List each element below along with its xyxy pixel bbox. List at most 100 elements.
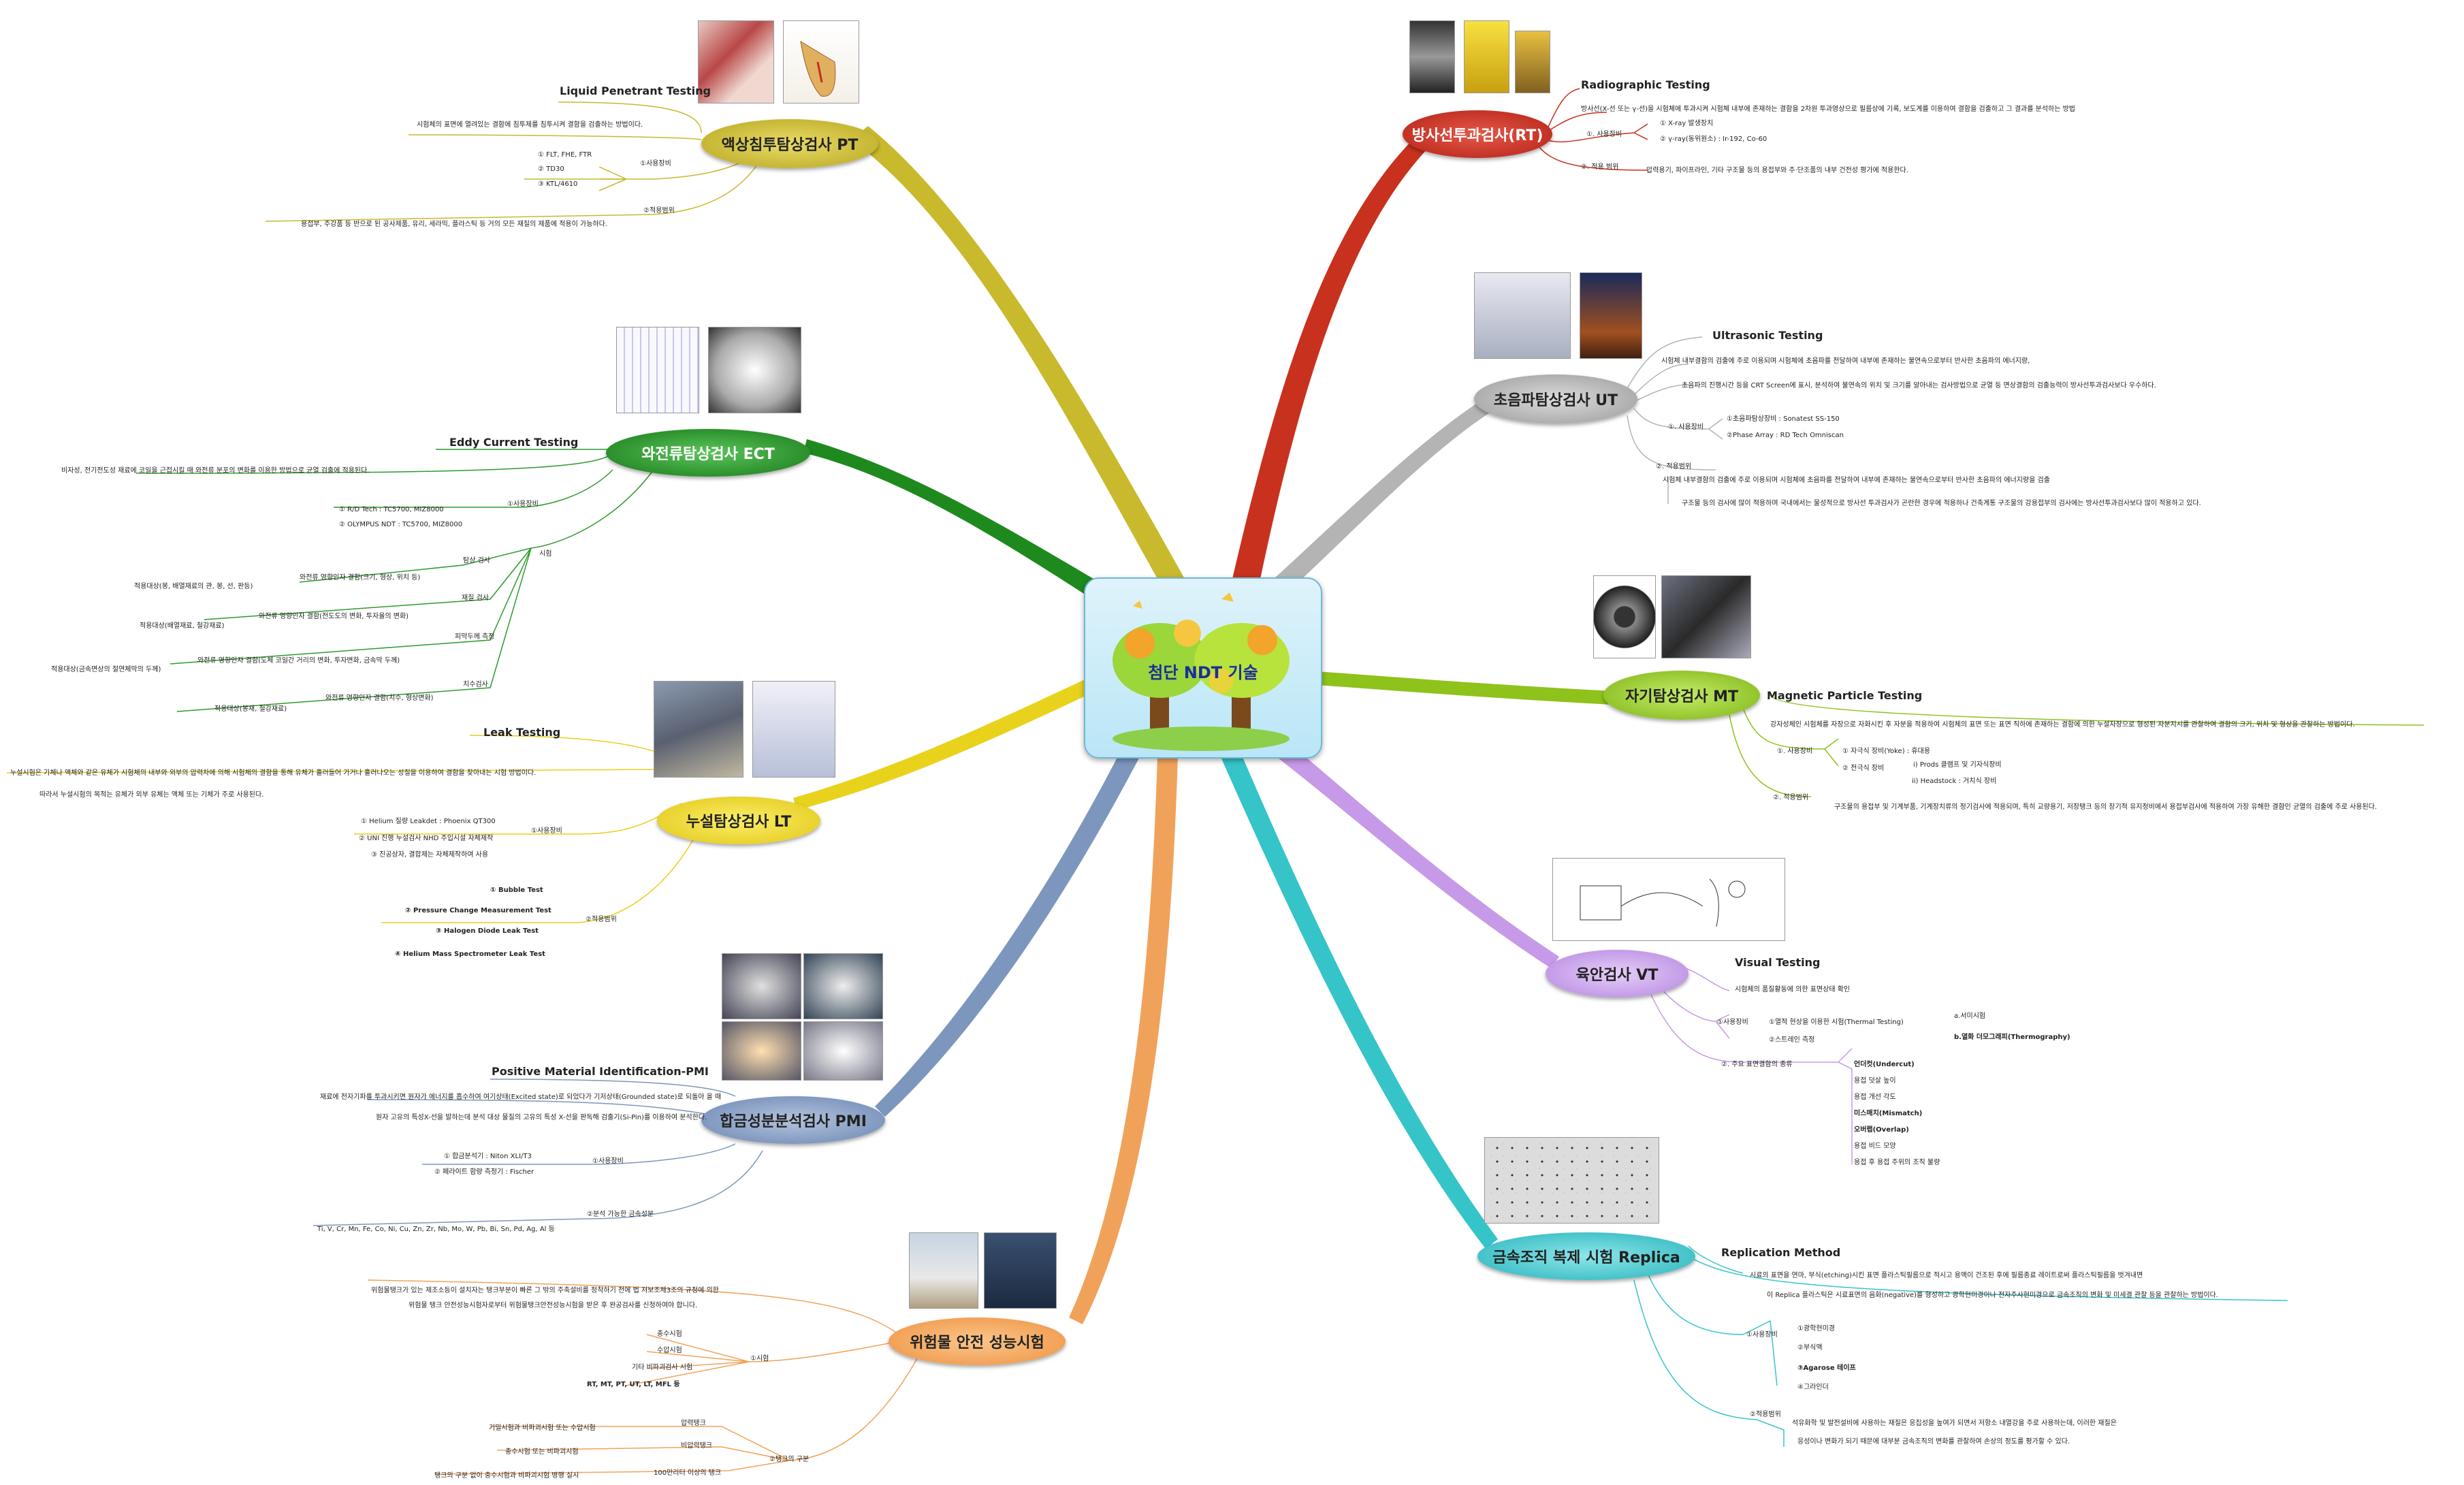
- ect-test-3-detail: 와전류 영향인자 결함(도체 코일간 거리의 변화, 투자변화, 금속막 두께): [197, 657, 400, 665]
- branch-mt: [1307, 671, 1614, 705]
- vt-eng: Visual Testing: [1735, 956, 1821, 969]
- topic-vt[interactable]: 육안검사 VT: [1546, 950, 1689, 997]
- lt-scope-1: ① Bubble Test: [490, 887, 543, 894]
- ut-photo-2: [1580, 272, 1642, 359]
- vt-defect-2: 용접 덧살 높이: [1854, 1077, 1896, 1085]
- ect-photo-1: [616, 327, 699, 413]
- pt-photo-2: [783, 20, 859, 103]
- ect-test-3-name: 피막두께 측정: [455, 633, 495, 641]
- ect-test-2-target: 적용대상(배열재료, 철강재료): [140, 622, 225, 630]
- pmi-photo-4: [803, 1021, 883, 1081]
- ect-desc: 비자성, 전기전도성 재료에 코일을 근접시킬 때 와전류 분포의 변화를 이용…: [61, 467, 370, 475]
- replica-scope-label: ②적용범위: [1750, 1411, 1781, 1418]
- topic-hazard[interactable]: 위험물 안전 성능시험: [889, 1318, 1066, 1365]
- ut-scope-2: 구조물 등의 검사에 많이 적용하며 국내에서는 물성적으로 방사선 투과검사가…: [1682, 500, 2201, 507]
- topic-mt-label: 자기탐상검사 MT: [1625, 688, 1738, 705]
- ut-eng: Ultrasonic Testing: [1712, 329, 1823, 342]
- hazard-test-3: 기타 비파괴검사 시험: [632, 1364, 693, 1371]
- lt-photo-1: [654, 681, 743, 778]
- hazard-tank-2-desc: 충수시험 또는 비파괴시험: [505, 1448, 579, 1456]
- rt-eng: Radiographic Testing: [1581, 78, 1710, 91]
- vt-equip-1: ①열적 현상을 이용한 시험(Thermal Testing): [1769, 1019, 1904, 1026]
- branch-replica: [1219, 749, 1498, 1249]
- pt-scope: 용접부, 주강품 등 반으로 된 공사제품, 유리, 세라믹, 플라스틱 등 거…: [301, 221, 607, 228]
- pmi-elements-label: ②분석 가능한 금속성분: [587, 1211, 654, 1218]
- topic-replica[interactable]: 금속조직 복제 시험 Replica: [1477, 1232, 1695, 1280]
- center-node[interactable]: 첨단 NDT 기술: [1084, 577, 1322, 759]
- vt-diagram-icon: [1580, 878, 1746, 927]
- ect-test-4-name: 치수검사: [463, 681, 488, 688]
- topic-ut[interactable]: 초음파탐상검사 UT: [1474, 374, 1637, 424]
- vt-defect-5: 오버랩(Overlap): [1854, 1126, 1909, 1134]
- lt-eng: Leak Testing: [483, 726, 561, 739]
- topic-vt-label: 육안검사 VT: [1575, 967, 1659, 984]
- mt-equip-label: ①. 사용장비: [1777, 748, 1813, 755]
- ect-test-4-target: 적용대상(봉재, 철강재료): [214, 705, 287, 713]
- ect-test-1-detail: 와전류 영향인자 결함(크기, 형상, 위치 등): [300, 574, 421, 581]
- replica-scope-2: 응성이나 변화가 되기 때문에 대부분 금속조직의 변화를 관찰하여 손상의 정…: [1797, 1438, 2070, 1446]
- lt-equip-1: ① Helium 질량 Leakdet : Phoenix QT300: [361, 818, 496, 825]
- replica-scope-1: 석유화학 및 발전설비에 사용하는 재질은 응집성을 높여가 되면서 저항소 내…: [1792, 1420, 2117, 1427]
- topic-hazard-label: 위험물 안전 성능시험: [910, 1335, 1044, 1352]
- ut-desc-1: 시험체 내부결함의 검출에 주로 이용되며 시험체에 초음파를 전달하여 내부에…: [1661, 357, 2030, 365]
- ut-equip-1: ①초음파탐상장비 : Sonatest SS-150: [1727, 415, 1840, 423]
- lt-photo-2: [752, 681, 835, 778]
- mt-equip-sub-2: ii) Headstock : 거치식 장비: [1912, 778, 1997, 785]
- hazard-tank-2-name: 비압력탱크: [681, 1442, 712, 1450]
- vt-defect-1: 언더컷(Undercut): [1854, 1061, 1915, 1068]
- vt-defect-6: 용접 비드 모양: [1854, 1143, 1896, 1150]
- pmi-photo-3: [722, 1021, 801, 1081]
- mt-equip-1: ① 자극식 장비(Yoke) : 휴대용: [1842, 748, 1930, 755]
- pmi-eng: Positive Material Identification-PMI: [492, 1065, 709, 1078]
- rt-equip-2: ② γ-ray(동위원소) : Ir-192, Co-60: [1660, 135, 1767, 143]
- branch-lt: [793, 674, 1103, 810]
- hazard-desc-2: 위험물 탱크 안전성능시험자로부터 위험물탱크안전성능시험을 받은 후 완공검사…: [409, 1302, 698, 1309]
- ect-photo-2: [708, 327, 801, 413]
- mt-scope-label: ②. 적용범위: [1773, 794, 1809, 801]
- branch-ect: [803, 439, 1117, 606]
- vt-desc: 시험체의 품질활동에 의한 표면상태 확인: [1735, 986, 1851, 993]
- rt-photo-1: [1409, 20, 1455, 93]
- topic-mt[interactable]: 자기탐상검사 MT: [1603, 671, 1760, 720]
- mt-equip-2: ② 전극식 장비: [1842, 765, 1885, 772]
- hazard-tank-label: ②탱크의 구분: [769, 1456, 810, 1463]
- center-title: 첨단 NDT 기술: [1148, 663, 1258, 682]
- pt-equip-label: ①사용장비: [640, 160, 671, 167]
- ect-test-3-target: 적용대상(금속면상의 절연체막의 두께): [51, 666, 161, 673]
- rt-scope: 압력용기, 파이프라인, 기타 구조물 등의 용접부와 주·단조품의 내부 건전…: [1646, 167, 1908, 174]
- replica-photo-1: [1484, 1137, 1659, 1224]
- pmi-photo-1: [722, 953, 801, 1019]
- pt-equip-1: ① FLT, FHE, FTR: [538, 151, 592, 159]
- replica-equip-3: ③Agarose 테이프: [1797, 1364, 1856, 1372]
- replica-equip-label: ①사용장비: [1746, 1331, 1778, 1339]
- replica-desc-1: 시료의 표면을 연마, 부식(etching)시킨 표면 플라스틱필름으로 적시…: [1750, 1272, 2143, 1279]
- lt-scope-4: ④ Helium Mass Spectrometer Leak Test: [395, 951, 545, 958]
- ect-test-2-name: 재질 검사: [462, 594, 489, 602]
- ect-equip-2: ② OLYMPUS NDT : TC5700, MIZ8000: [339, 521, 463, 528]
- rt-equip-1: ① X-ray 발생장치: [1660, 120, 1714, 127]
- topic-pt[interactable]: 액상침투탐상검사 PT: [701, 119, 878, 168]
- topic-ect[interactable]: 와전류탐상검사 ECT: [606, 429, 810, 477]
- topic-lt[interactable]: 누설탐상검사 LT: [657, 797, 820, 844]
- lt-desc-2: 따라서 누설시험의 목적는 유체가 외부 유체는 액체 또는 기체가 주로 사용…: [39, 791, 264, 799]
- branch-hazard: [1069, 756, 1178, 1324]
- hazard-test-1: 충수시험: [657, 1330, 682, 1338]
- mt-photo-1: [1593, 575, 1656, 658]
- lt-equip-label: ①사용장비: [531, 827, 562, 835]
- pmi-elements: Ti, V, Cr, Mn, Fe, Co, Ni, Cu, Zn, Zr, N…: [317, 1226, 555, 1233]
- ect-eng: Eddy Current Testing: [449, 436, 579, 449]
- ect-test-label: 시험: [539, 550, 552, 558]
- topic-rt[interactable]: 방사선투과검사(RT): [1403, 110, 1552, 158]
- pmi-desc-2: 원자 고유의 특성X-선을 발하는데 분석 대상 물질의 고유의 특성 X-선을…: [376, 1114, 707, 1121]
- pt-desc: 시험체의 표면에 열려있는 결함에 침투제를 침투시켜 결함을 검출하는 방법이…: [417, 121, 643, 129]
- pt-photo-1: [698, 20, 774, 103]
- vt-equip-2: ②스트레인 측정: [1769, 1036, 1815, 1044]
- vt-defect-4: 미스매치(Mismatch): [1854, 1110, 1923, 1117]
- topic-ut-label: 초음파탐상검사 UT: [1493, 392, 1618, 409]
- topic-rt-label: 방사선투과검사(RT): [1411, 127, 1543, 144]
- pmi-equip-2: ② 페라이트 함량 측정기 : Fischer: [434, 1168, 534, 1176]
- vt-defect-7: 용접 후 용접 주위의 조직 불량: [1854, 1159, 1940, 1166]
- pt-eng: Liquid Penetrant Testing: [560, 84, 711, 97]
- topic-pmi[interactable]: 합금성분분석검사 PMI: [701, 1096, 885, 1144]
- hazard-tank-3-name: 100만리터 이상의 탱크: [654, 1469, 722, 1477]
